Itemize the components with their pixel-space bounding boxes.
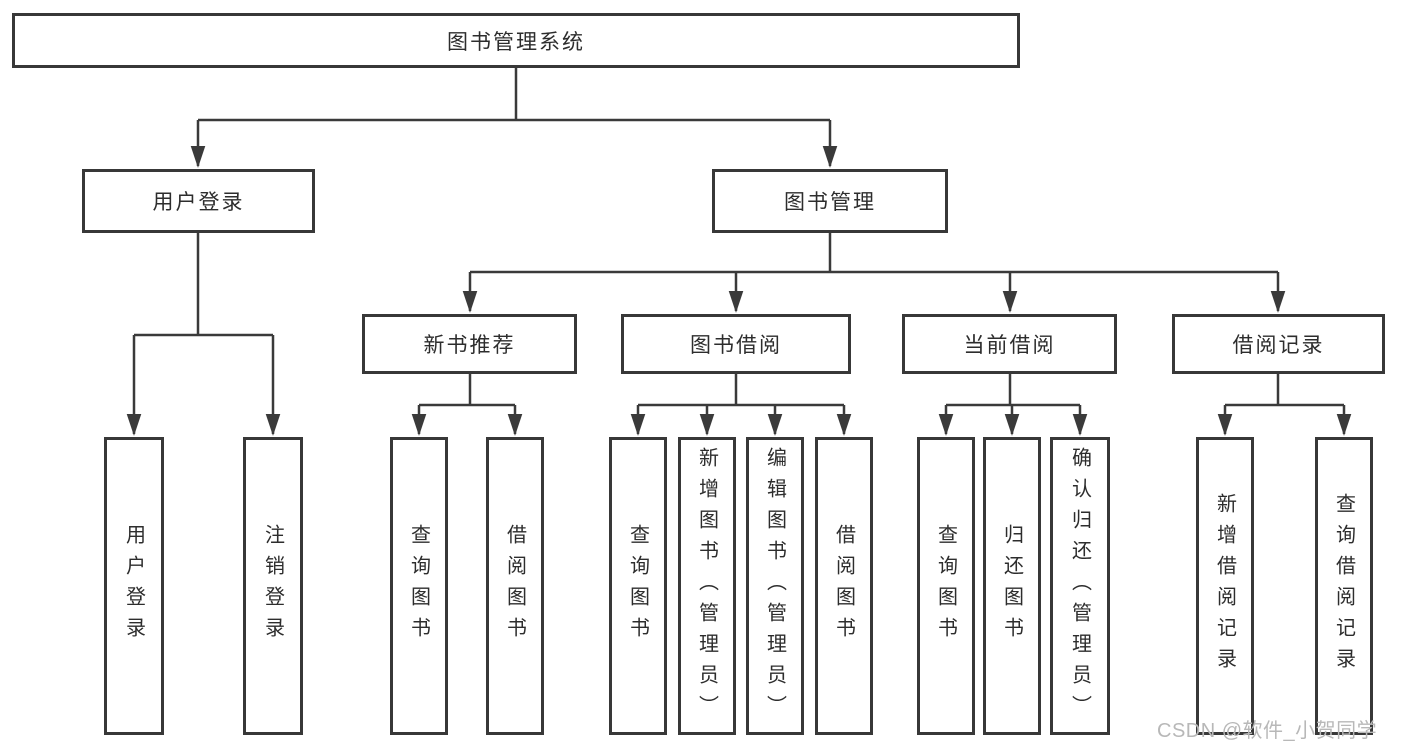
connector-trunks	[134, 68, 1344, 407]
connector-lines	[126, 68, 1352, 436]
leaf-user-login: 用户登录	[104, 437, 164, 735]
leaf-return-books: 归还图书	[983, 437, 1041, 735]
leaf-edit-books-admin: 编辑图书（管理员）	[746, 437, 804, 735]
node-current-borrowing: 当前借阅	[902, 314, 1117, 374]
node-user-login: 用户登录	[82, 169, 315, 233]
node-book-management-system: 图书管理系统	[12, 13, 1020, 68]
node-new-book-recommend: 新书推荐	[362, 314, 577, 374]
node-book-borrowing: 图书借阅	[621, 314, 851, 374]
leaf-borrow-books-recommend: 借阅图书	[486, 437, 544, 735]
leaf-add-books-admin: 新增图书（管理员）	[678, 437, 736, 735]
leaf-borrow-books: 借阅图书	[815, 437, 873, 735]
leaf-add-borrow-record: 新增借阅记录	[1196, 437, 1254, 735]
leaf-query-books-borrowing: 查询图书	[609, 437, 667, 735]
leaf-confirm-return-admin: 确认归还（管理员）	[1050, 437, 1110, 735]
leaf-query-books-current: 查询图书	[917, 437, 975, 735]
leaf-query-books-recommend: 查询图书	[390, 437, 448, 735]
csdn-watermark: CSDN @软件_小贺同学	[1157, 720, 1378, 742]
leaf-query-borrow-record: 查询借阅记录	[1315, 437, 1373, 735]
node-borrowing-records: 借阅记录	[1172, 314, 1385, 374]
node-book-management: 图书管理	[712, 169, 948, 233]
leaf-logout: 注销登录	[243, 437, 303, 735]
